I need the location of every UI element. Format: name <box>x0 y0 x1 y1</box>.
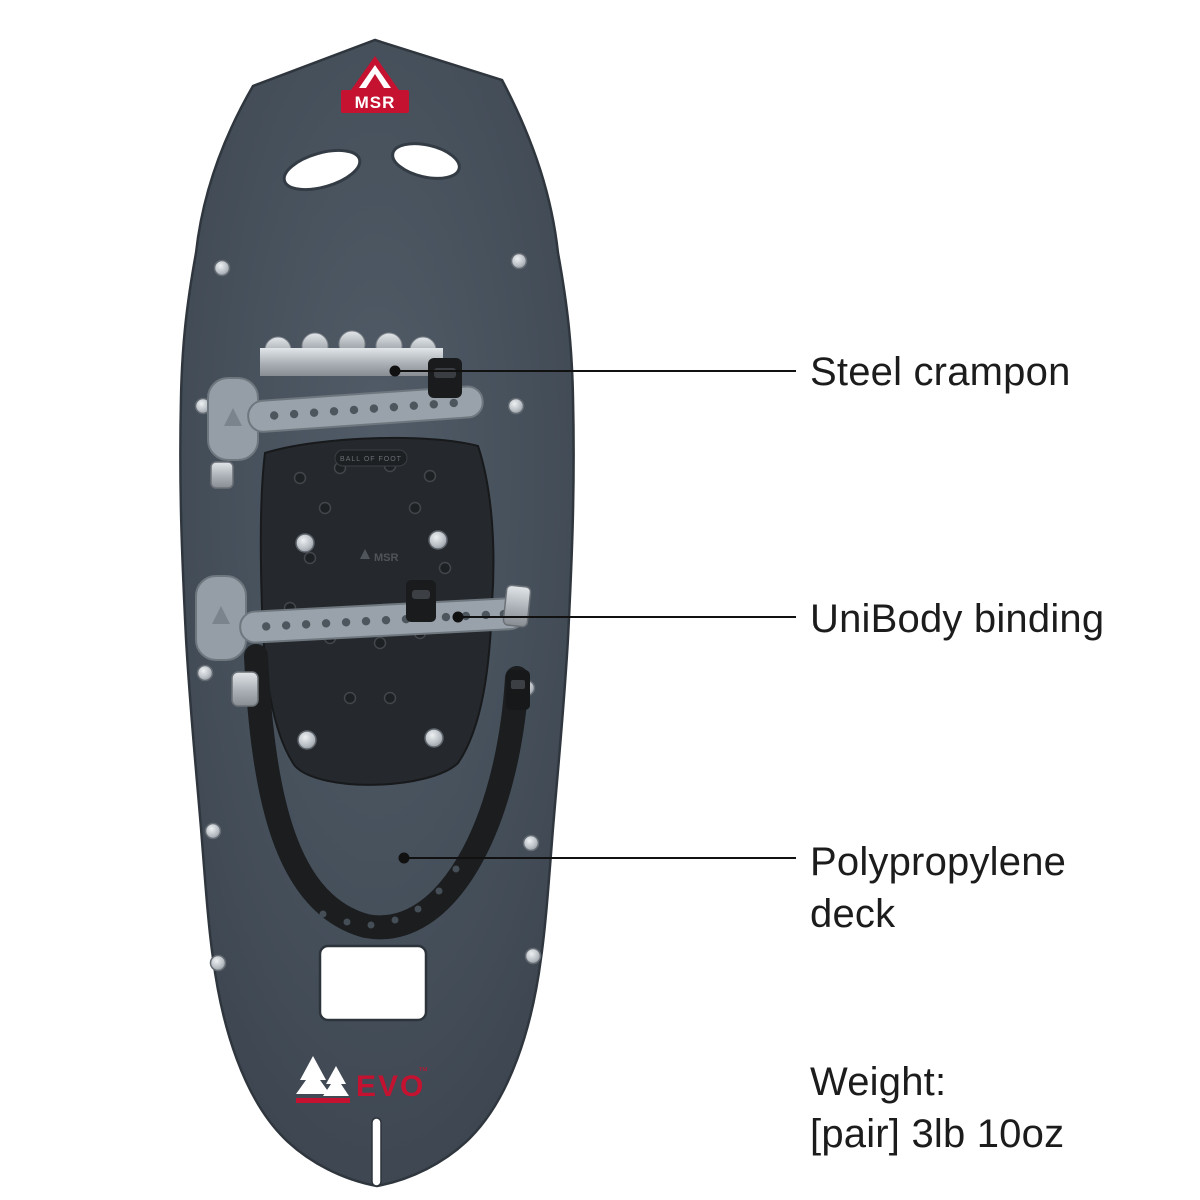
deck-opening <box>318 944 428 1022</box>
heel-strap <box>231 644 530 940</box>
instep-strap-buckle <box>406 580 436 622</box>
toe-strap <box>207 358 484 489</box>
instep-strap <box>195 575 532 661</box>
instep-strap-clip <box>502 584 532 628</box>
evo-trademark: ™ <box>418 1066 428 1077</box>
weight-block: Weight: [pair] 3lb 10oz <box>810 1056 1064 1160</box>
evo-logo-text: EVO <box>356 1070 425 1103</box>
weight-value: [pair] 3lb 10oz <box>810 1112 1065 1156</box>
heel-strap-buckle-right <box>506 670 530 710</box>
binding-label: UniBody binding <box>810 597 1105 641</box>
msr-logo: MSR <box>341 56 409 113</box>
deck-cutout-left <box>282 148 362 192</box>
deck-cutout-right <box>391 142 461 180</box>
snowshoe-image: MSR <box>179 38 575 1188</box>
binding-logo-text: MSR <box>374 552 399 564</box>
evo-logo: EVO ™ <box>296 1056 428 1103</box>
crampon-label: Steel crampon <box>810 350 1071 394</box>
weight-title: Weight: <box>810 1060 947 1104</box>
msr-logo-text: MSR <box>355 93 396 112</box>
heel-strap-buckle-left <box>231 671 259 707</box>
deck-label: Polypropylene deck <box>810 840 1067 936</box>
embossed-text: BALL OF FOOT <box>340 456 402 463</box>
tail-slit <box>371 1117 382 1187</box>
steel-crampon <box>260 330 443 376</box>
